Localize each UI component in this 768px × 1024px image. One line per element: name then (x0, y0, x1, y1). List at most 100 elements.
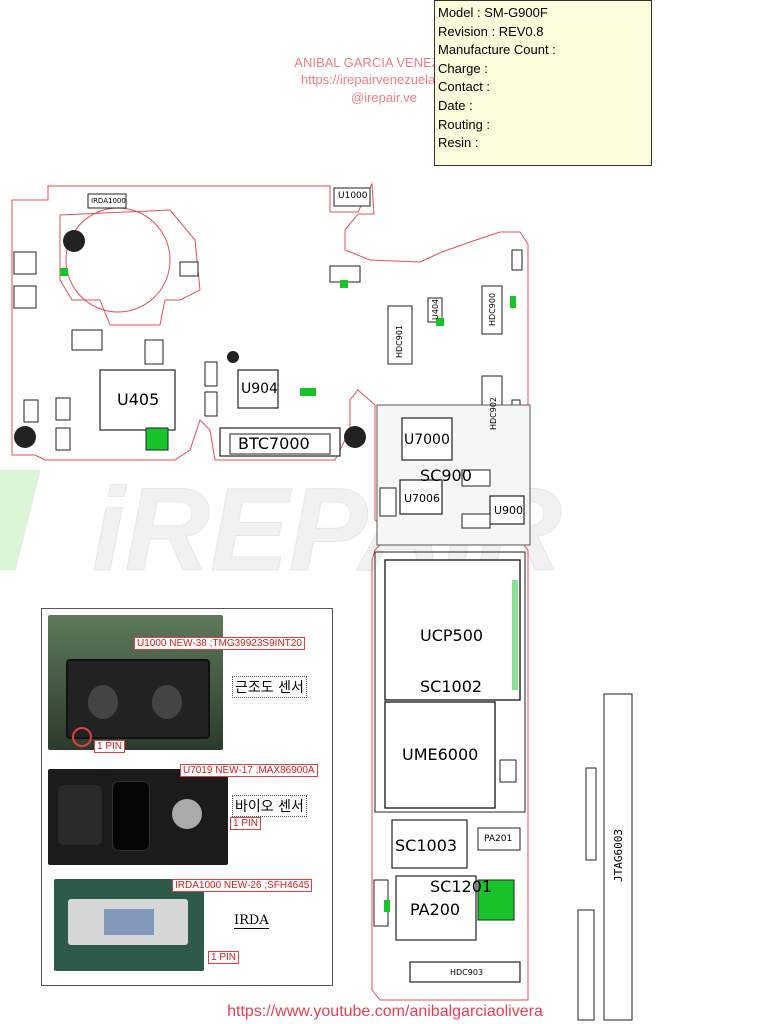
label-btc7000: BTC7000 (238, 434, 310, 453)
label-u900: U900 (494, 504, 524, 517)
chip-small (13, 251, 37, 275)
jtag-strip-small (585, 767, 597, 861)
shield-sc1003 (391, 819, 468, 869)
mounting-hole (14, 426, 36, 448)
green-pad (340, 280, 348, 288)
sensor-window (112, 781, 150, 851)
label-u405: U405 (117, 390, 160, 409)
chip-irda-top (87, 193, 127, 209)
label-sc900: SC900 (420, 466, 472, 485)
chip-ucp500 (384, 559, 521, 701)
chip-pa200 (395, 875, 477, 941)
photo-u7019 (48, 769, 228, 865)
chip-small (179, 261, 199, 277)
connector-inner (229, 433, 331, 455)
shield-sc1002 (374, 551, 526, 813)
photo-irda1000 (54, 879, 204, 971)
label-ucp500: UCP500 (420, 626, 484, 645)
chip-small (204, 391, 218, 417)
manufacture-count-label: Manufacture Count : (438, 42, 556, 58)
date-label: Date : (438, 97, 473, 113)
chip-small (461, 469, 491, 487)
irda-lens (104, 909, 154, 935)
label-u404: U404 (431, 298, 440, 320)
label-sc1002: SC1002 (420, 677, 483, 696)
green-pad (512, 580, 518, 690)
mounting-hole (227, 351, 239, 363)
connector-hdc903 (409, 961, 521, 983)
connector-hdc901 (387, 305, 413, 365)
pin-label-3: 1 PIN (208, 951, 240, 964)
watermark-author: ANIBAL GARCIA VENEZUELA (294, 55, 474, 70)
camera-ring (65, 207, 171, 313)
revision-label: Revision : REV0.8 (438, 23, 544, 39)
label-u7000: U7000 (404, 432, 450, 448)
pin1-marker (72, 727, 92, 747)
chip-small (461, 513, 491, 529)
model-label: Model : SM-G900F (438, 5, 548, 20)
tag-u7019: U7019 NEW-17 ;MAX86900A (180, 764, 318, 777)
watermark-handle: @irepair.ve (351, 90, 417, 105)
chip-cluster (71, 329, 103, 351)
sensor-photo-panel: U1000 NEW-38 ;TMG39923S9INT20 근조도 센서 1 P… (41, 608, 333, 986)
label-hdc901: HDC901 (395, 324, 404, 358)
mounting-hole (344, 426, 366, 448)
label-irda1000: IRDA1000 (91, 197, 126, 205)
chip-ume6000 (384, 701, 496, 809)
sensor-lens (88, 685, 118, 719)
label-pa201: PA201 (484, 834, 513, 844)
chip-pa201 (477, 827, 521, 851)
irda-label: IRDA (234, 913, 269, 929)
tag-u1000: U1000 NEW-38 ;TMG39923S9INT20 (134, 637, 305, 650)
pin-label-2: 1 PIN (230, 817, 262, 830)
contact-label: Contact : (438, 79, 491, 95)
green-pad (510, 296, 516, 308)
chip-u7006 (399, 479, 443, 515)
korean-label-bio-sensor: 바이오 센서 (232, 795, 307, 817)
sensor-lens (152, 685, 182, 719)
chip-small (499, 759, 517, 783)
chip-small (23, 399, 39, 423)
chip-u904 (237, 369, 279, 409)
green-pad (60, 268, 68, 276)
routing-label: Routing : (438, 116, 491, 132)
youtube-link[interactable]: https://www.youtube.com/anibalgarciaoliv… (227, 1003, 543, 1020)
green-pad (436, 318, 444, 326)
board-info-box: Model : SM-G900F Revision : REV0.8 Manuf… (434, 0, 652, 166)
logo-green-mark (0, 470, 41, 570)
label-u7006: U7006 (404, 492, 441, 505)
green-pad (145, 427, 169, 451)
connector-hdc900 (481, 285, 503, 335)
chip-small (379, 487, 397, 517)
chip-small (511, 249, 523, 271)
label-hdc903: HDC903 (450, 968, 484, 977)
mounting-hole (63, 230, 85, 252)
label-pa200: PA200 (410, 900, 461, 919)
watermark-site: https://irepairvenezuela.com/ (300, 72, 468, 87)
chip-cluster (329, 265, 361, 283)
label-ume6000: UME6000 (402, 745, 479, 764)
chip-small (204, 361, 218, 387)
korean-label-light-sensor: 근조도 센서 (232, 676, 307, 698)
chip-small (55, 397, 71, 421)
green-pad (384, 900, 390, 912)
label-sc1003: SC1003 (395, 836, 458, 855)
charge-label: Charge : (438, 60, 488, 76)
chip-u7000 (401, 417, 453, 461)
jtag-strip-main (603, 693, 633, 1021)
label-sc1201: SC1201 (430, 877, 493, 896)
sensor-window (58, 785, 102, 845)
resin-label: Resin : (438, 135, 479, 151)
chip-small (144, 339, 164, 365)
chip-u405 (99, 369, 176, 431)
tag-irda1000: IRDA1000 NEW-26 ;SFH4645 (172, 879, 313, 892)
chip-small (55, 427, 71, 451)
connector-btc7000 (219, 427, 341, 457)
label-hdc902: HDC902 (489, 396, 498, 430)
jtag-strip-bottom (577, 909, 595, 1021)
green-pad (300, 388, 316, 396)
chip-pa202 (477, 879, 515, 921)
pin-label-1: 1 PIN (94, 740, 126, 753)
chip-u404 (427, 297, 443, 323)
